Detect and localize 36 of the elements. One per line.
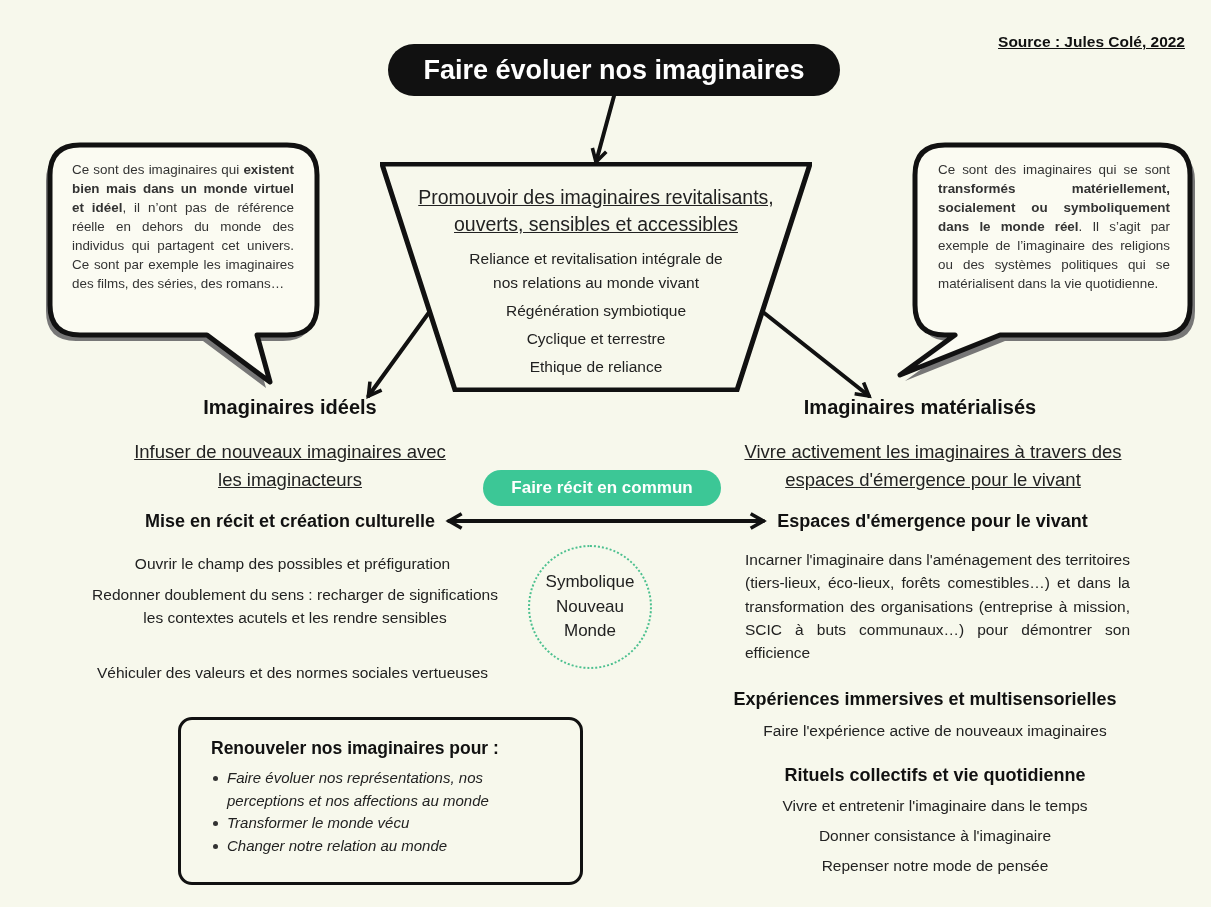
list-item: Transformer le monde vécu bbox=[227, 813, 411, 833]
paragraph: Incarner l'imaginaire dans l'aménagement des territoires (tiers-lieux, éco-lieux, forêts comestibles…) et dans la transformation des organisations (entreprise à mission, SCIC à buts communaux…) pour démontrer son efficience bbox=[745, 550, 1130, 663]
bubble-text: Ce sont des imaginaires qui se sont transformés matériellement, socialement ou symboliquement dans le monde réel. Il s’agit par exemple de l’imaginaire des religions ou des systèmes politiques qui se matérialisent dans la vie quotidienne. bbox=[938, 161, 1170, 294]
box-heading: Renouveler nos imaginaires pour : bbox=[211, 738, 500, 759]
list-item: Changer notre relation au monde bbox=[227, 835, 449, 856]
dotted-circle: Symbolique Nouveau Monde bbox=[528, 545, 652, 669]
text-line: Reliance et revitalisation intégrale de nos relations au monde vivant bbox=[468, 248, 724, 293]
text-line: Donner consistance à l'imaginaire bbox=[817, 826, 1053, 846]
section-heading: Imaginaires matérialisés bbox=[750, 396, 1090, 419]
text-line: Régénération symbiotique bbox=[504, 300, 688, 321]
underlined-heading: Vivre activement les imaginaires à travers des espaces d'émergence pour le vivant bbox=[743, 440, 1123, 492]
double-arrow bbox=[447, 512, 766, 530]
text-line: Faire l'expérience active de nouveaux imaginaires bbox=[762, 721, 1108, 741]
text-line: Ouvrir le champ des possibles et préfiguration bbox=[133, 554, 452, 574]
underlined-heading: Infuser de nouveaux imaginaires avec les imaginacteurs bbox=[133, 440, 447, 492]
text-line: Ethique de reliance bbox=[528, 356, 664, 377]
title-pill: Faire évoluer nos imaginaires bbox=[388, 44, 840, 96]
arrow bbox=[760, 309, 871, 398]
text-line: Redonner doublement du sens : recharger de significations les contextes acutels et les rendre sensibles bbox=[91, 585, 499, 629]
subheading: Mise en récit et création culturelle bbox=[110, 511, 470, 532]
list-item: Faire évoluer nos représentations, nos perceptions et nos affections au monde bbox=[227, 768, 490, 811]
arrow bbox=[366, 309, 432, 398]
section-heading: Imaginaires idéels bbox=[150, 396, 430, 419]
subheading: Expériences immersives et multisensorielles bbox=[732, 688, 1118, 711]
subheading: Espaces d'émergence pour le vivant bbox=[745, 511, 1120, 532]
text-line: Cyclique et terrestre bbox=[525, 328, 667, 349]
arrow bbox=[590, 94, 616, 164]
text-line: Repenser notre mode de pensée bbox=[820, 856, 1050, 876]
tag-pill: Faire récit en commun bbox=[483, 470, 721, 506]
bubble-text: Ce sont des imaginaires qui existent bien mais dans un monde virtuel et idéel, il n’ont pas de référence réelle en dehors du monde des individus qui partagent cet univers. Ce sont par exemple les imaginaires des films, des séries, des romans… bbox=[72, 161, 294, 294]
source-note: Source : Jules Colé, 2022 bbox=[997, 32, 1185, 52]
subheading: Rituels collectifs et vie quotidienne bbox=[783, 764, 1087, 787]
underlined-heading: Promouvoir des imaginaires revitalisants, ouverts, sensibles et accessibles bbox=[417, 185, 775, 238]
text-line: Véhiculer des valeurs et des normes sociales vertueuses bbox=[95, 663, 490, 683]
note-box bbox=[178, 717, 583, 885]
text-line: Vivre et entretenir l'imaginaire dans le temps bbox=[781, 796, 1089, 816]
